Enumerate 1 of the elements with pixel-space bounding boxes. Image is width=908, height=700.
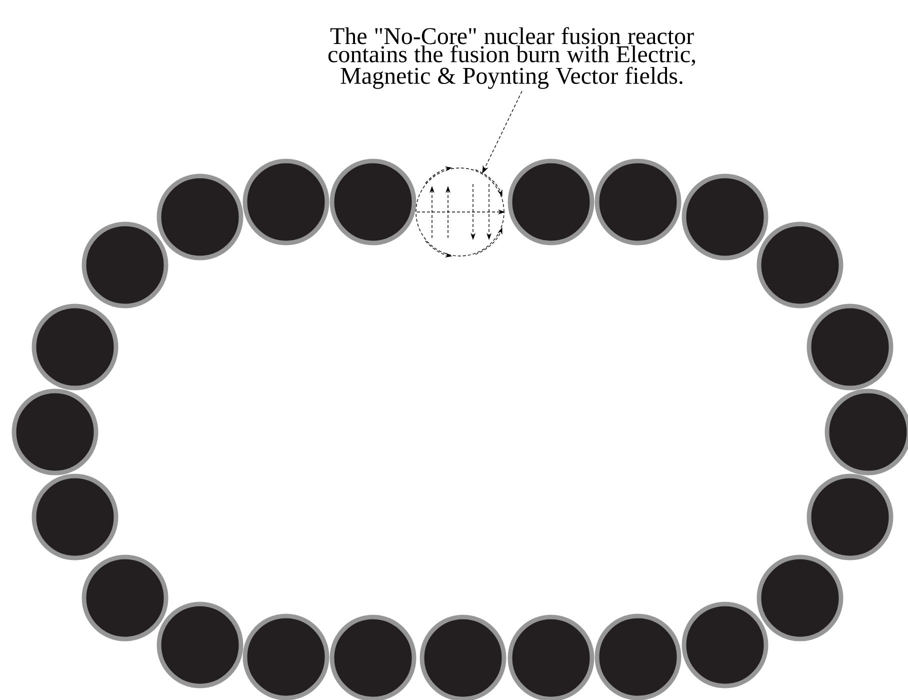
caption-text: The "No-Core" nuclear fusion reactor contains the fusion burn with Electric, Magnetic & Poynting Vector fields.: [328, 27, 696, 89]
